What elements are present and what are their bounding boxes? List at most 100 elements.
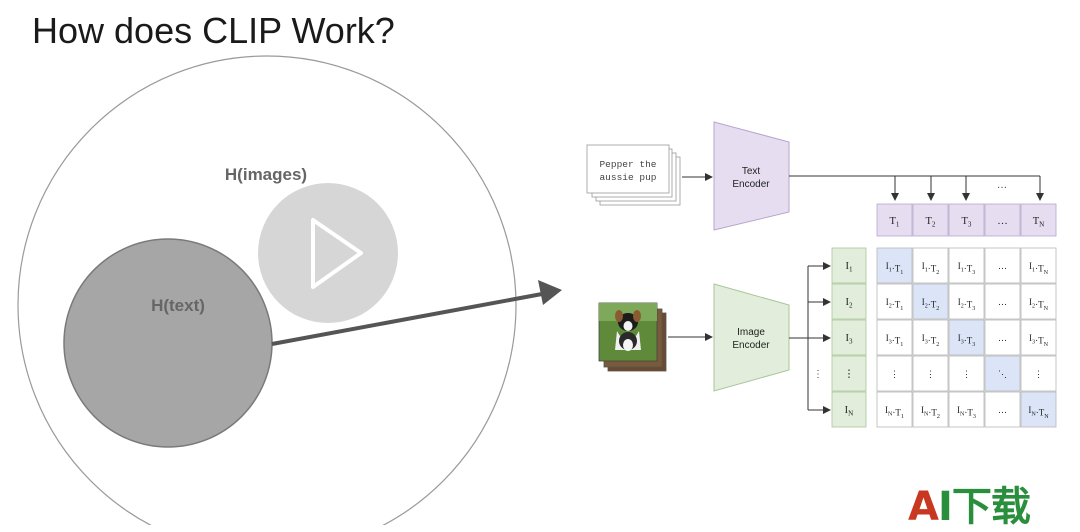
matrix-cell-label: I1·TN bbox=[1029, 261, 1049, 276]
text-embedding-arrows: … bbox=[789, 175, 1044, 201]
image-encoder-label-2: Encoder bbox=[732, 340, 770, 351]
text-embedding-cell: … bbox=[984, 203, 1021, 237]
matrix-cell-label: IN·T2 bbox=[921, 405, 940, 420]
watermark-logo: AI下载 bbox=[908, 474, 1031, 532]
image-embedding-cell: I3 bbox=[831, 319, 867, 356]
matrix-cell-label: I2·T3 bbox=[958, 297, 976, 312]
image-embedding-arrows: ⋮ bbox=[789, 262, 831, 414]
text-embedding-label: T2 bbox=[926, 216, 936, 229]
watermark-i: I bbox=[937, 484, 953, 530]
matrix-cell-label: … bbox=[998, 261, 1007, 271]
matrix-cell-label: IN·T3 bbox=[957, 405, 976, 420]
image-embedding-label: I1 bbox=[845, 261, 853, 274]
image-embedding-label: I3 bbox=[845, 333, 853, 346]
matrix-cell: I1·T2 bbox=[912, 247, 949, 284]
image-embedding-label: IN bbox=[845, 405, 854, 418]
matrix-cell: IN·T3 bbox=[948, 391, 985, 428]
matrix-cell-label: ⋮ bbox=[890, 369, 899, 379]
text-input-stack: Pepper the aussie pup bbox=[586, 144, 681, 206]
image-embedding-cell: IN bbox=[831, 391, 867, 428]
matrix-cell: I2·TN bbox=[1020, 283, 1057, 320]
matrix-cell-label: ⋱ bbox=[998, 369, 1007, 379]
text-embedding-cell: T1 bbox=[876, 203, 913, 237]
matrix-cell: IN·T1 bbox=[876, 391, 913, 428]
matrix-cell: ⋱ bbox=[984, 355, 1021, 392]
matrix-cell: IN·TN bbox=[1020, 391, 1057, 428]
ellipsis-left: ⋮ bbox=[813, 369, 823, 380]
watermark-a: A bbox=[908, 484, 939, 530]
matrix-cell: I3·TN bbox=[1020, 319, 1057, 356]
matrix-cell-label: I1·T1 bbox=[886, 261, 904, 276]
matrix-cell: I3·T1 bbox=[876, 319, 913, 356]
matrix-cell: ⋮ bbox=[876, 355, 913, 392]
similarity-matrix: I1·T1 I1·T2 I1·T3 … I1·TN I2·T1 I2·T2 I2·T3 … I2·… bbox=[876, 247, 1057, 428]
inner-circle-label: H(text) bbox=[151, 296, 205, 315]
text-embedding-label: T1 bbox=[890, 216, 900, 229]
matrix-cell: ⋮ bbox=[948, 355, 985, 392]
page-title: How does CLIP Work? bbox=[32, 10, 395, 51]
matrix-cell-label: IN·TN bbox=[1028, 405, 1049, 420]
matrix-cell-label: ⋮ bbox=[926, 369, 935, 379]
text-encoder-label-1: Text bbox=[742, 166, 761, 177]
matrix-cell: ⋮ bbox=[912, 355, 949, 392]
matrix-cell: … bbox=[984, 283, 1021, 320]
image-embedding-label: ⋮ bbox=[844, 369, 855, 380]
matrix-cell-label: I2·T2 bbox=[922, 297, 940, 312]
matrix-cell: I1·T3 bbox=[948, 247, 985, 284]
outer-circle-label: H(images) bbox=[225, 165, 307, 184]
matrix-cell-label: I2·T1 bbox=[886, 297, 904, 312]
text-embedding-label: TN bbox=[1033, 216, 1045, 229]
matrix-cell: I3·T2 bbox=[912, 319, 949, 356]
image-encoder: Image Encoder bbox=[713, 283, 790, 392]
play-button-icon[interactable] bbox=[258, 183, 398, 323]
matrix-cell: IN·T2 bbox=[912, 391, 949, 428]
matrix-cell: … bbox=[984, 319, 1021, 356]
inner-circle-text bbox=[63, 238, 273, 448]
matrix-cell: ⋮ bbox=[1020, 355, 1057, 392]
matrix-cell: I3·T3 bbox=[948, 319, 985, 356]
matrix-cell-label: … bbox=[998, 333, 1007, 343]
matrix-cell-label: I3·T3 bbox=[958, 333, 976, 348]
text-embedding-row: T1 T2 T3 … TN bbox=[876, 203, 1057, 237]
matrix-cell: I1·T1 bbox=[876, 247, 913, 284]
matrix-cell: I1·TN bbox=[1020, 247, 1057, 284]
matrix-cell-label: … bbox=[998, 405, 1007, 415]
dog-photo-icon bbox=[598, 302, 658, 362]
ellipsis-top: … bbox=[997, 180, 1007, 191]
watermark-cn: 下载 bbox=[951, 484, 1031, 530]
image-embedding-cell: ⋮ bbox=[831, 355, 867, 392]
matrix-cell-label: I1·T3 bbox=[958, 261, 976, 276]
image-embedding-label: I2 bbox=[845, 297, 853, 310]
matrix-cell-label: ⋮ bbox=[962, 369, 971, 379]
text-embedding-cell: T3 bbox=[948, 203, 985, 237]
matrix-cell-label: I2·TN bbox=[1029, 297, 1049, 312]
matrix-cell-label: I1·T2 bbox=[922, 261, 940, 276]
venn-diagram: H(images) H(text) bbox=[17, 55, 517, 525]
matrix-cell: I2·T3 bbox=[948, 283, 985, 320]
text-embedding-cell: TN bbox=[1020, 203, 1057, 237]
matrix-cell-label: I3·T1 bbox=[886, 333, 904, 348]
text-embedding-label: T3 bbox=[962, 216, 972, 229]
text-encoder: Text Encoder bbox=[713, 121, 790, 231]
matrix-cell: I2·T2 bbox=[912, 283, 949, 320]
matrix-cell-label: ⋮ bbox=[1034, 369, 1043, 379]
matrix-cell: … bbox=[984, 247, 1021, 284]
image-input-stack bbox=[598, 302, 667, 372]
image-embedding-cell: I2 bbox=[831, 283, 867, 320]
text-embedding-label: … bbox=[997, 216, 1008, 227]
text-input-line-1: Pepper the bbox=[599, 159, 656, 170]
matrix-cell-label: I3·T2 bbox=[922, 333, 940, 348]
text-input-line-2: aussie pup bbox=[599, 172, 656, 183]
image-encoder-label-1: Image bbox=[737, 327, 765, 338]
matrix-cell-label: … bbox=[998, 297, 1007, 307]
image-embedding-cell: I1 bbox=[831, 247, 867, 284]
matrix-cell-label: IN·T1 bbox=[885, 405, 904, 420]
matrix-cell: I2·T1 bbox=[876, 283, 913, 320]
text-embedding-cell: T2 bbox=[912, 203, 949, 237]
matrix-cell-label: I3·TN bbox=[1029, 333, 1049, 348]
text-encoder-label-2: Encoder bbox=[732, 179, 770, 190]
big-arrow bbox=[271, 280, 562, 346]
matrix-cell: … bbox=[984, 391, 1021, 428]
